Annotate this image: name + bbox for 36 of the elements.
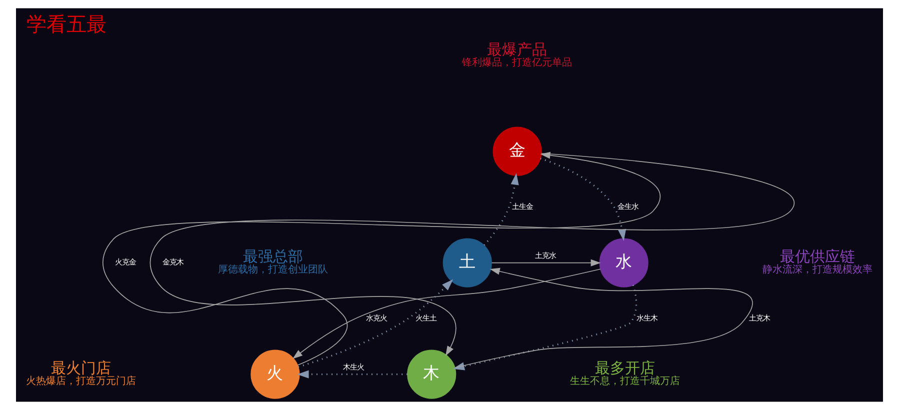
node-label: 最火门店 bbox=[50, 358, 110, 377]
node-label: 厚德载物，打造创业团队 bbox=[218, 264, 328, 276]
node-label: 最多开店 bbox=[594, 358, 655, 377]
arrow bbox=[102, 152, 660, 366]
node-circle: 火 bbox=[250, 350, 300, 399]
node-label: 生生不息，打造千城万店 bbox=[570, 376, 680, 387]
node-label: 最强总部 bbox=[242, 247, 303, 266]
node-label: 最优供应链 bbox=[779, 247, 854, 266]
edge-label: 水克火 bbox=[366, 313, 387, 322]
edge-label: 火生土 bbox=[414, 313, 436, 322]
node-circle: 水 bbox=[598, 238, 648, 288]
edge-label: 水生木 bbox=[636, 313, 658, 322]
node-circle: 土 bbox=[442, 238, 492, 288]
edge-label: 金生水 bbox=[616, 202, 638, 211]
edge-label: 土生金 bbox=[511, 202, 532, 211]
arrow bbox=[540, 158, 626, 241]
diagram-title: 学看五最 bbox=[26, 12, 106, 36]
edge-label: 土克木 bbox=[748, 313, 770, 322]
node-label: 锋利爆品，打造亿元单品 bbox=[461, 57, 572, 68]
edge-label: 火克金 bbox=[114, 258, 136, 267]
node-circle: 金 bbox=[492, 126, 542, 176]
edge-label: 土克水 bbox=[534, 251, 556, 260]
arrow bbox=[452, 284, 637, 370]
edge-label: 木生火 bbox=[342, 362, 364, 372]
arrow bbox=[298, 279, 453, 368]
arrow bbox=[454, 268, 752, 368]
arrow bbox=[292, 268, 600, 359]
node-label: 火热爆店，打造万元门店 bbox=[25, 376, 136, 387]
arrow bbox=[149, 153, 794, 356]
node-label: 静水流深，打造规模效率 bbox=[762, 264, 872, 276]
edge-label: 金克木 bbox=[162, 258, 183, 267]
node-circle: 木 bbox=[406, 350, 456, 399]
node-label: 最爆产品 bbox=[486, 40, 546, 58]
arrow bbox=[490, 259, 600, 266]
arrow bbox=[296, 370, 407, 378]
arrow bbox=[483, 173, 518, 246]
